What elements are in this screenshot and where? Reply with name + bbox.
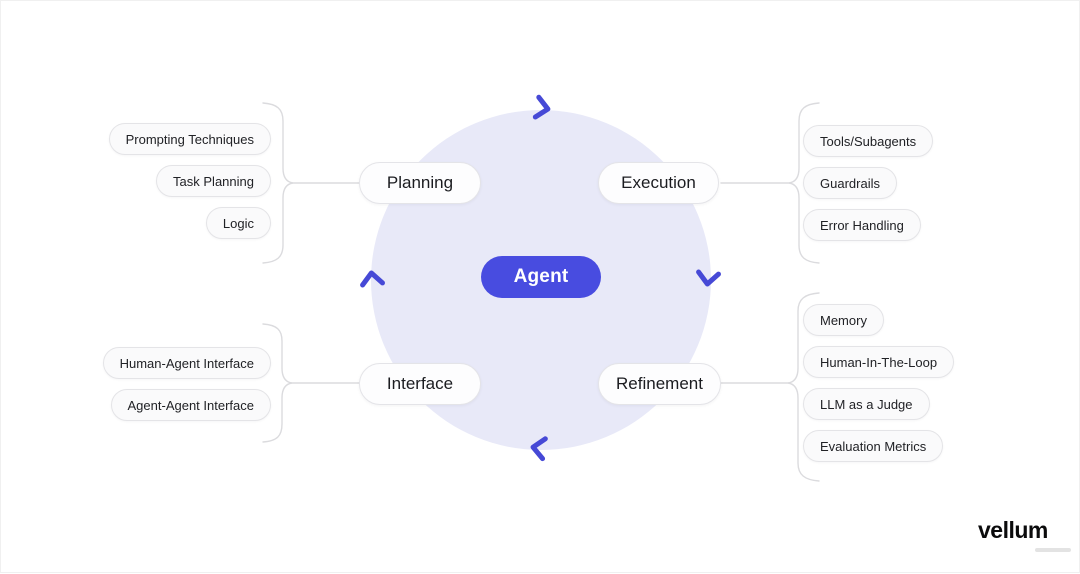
subtopic-pill: Logic	[205, 207, 271, 239]
subtopic-label: Tools/Subagents	[820, 133, 917, 149]
subtopic-pill: Evaluation Metrics	[803, 430, 944, 462]
phase-pill-planning: Planning	[359, 162, 481, 204]
agent-node: Agent	[481, 256, 601, 298]
subtopic-pill: Task Planning	[156, 165, 271, 197]
interface-subtopics-group: Human-Agent Interface Agent-Agent Interf…	[102, 347, 271, 421]
subtopic-label: Human-In-The-Loop	[820, 354, 938, 370]
phase-label-execution: Execution	[621, 173, 696, 192]
subtopic-label: Human-Agent Interface	[119, 355, 254, 371]
subtopic-label: LLM as a Judge	[820, 396, 913, 412]
subtopic-label: Prompting Techniques	[125, 131, 254, 147]
subtopic-pill: Guardrails	[803, 167, 897, 199]
chevron-left-icon	[522, 431, 556, 465]
phase-label-refinement: Refinement	[616, 374, 703, 393]
refinement-subtopics-group: Memory Human-In-The-Loop LLM as a Judge …	[803, 304, 955, 462]
subtopic-pill: Human-In-The-Loop	[803, 346, 955, 378]
subtopic-label: Logic	[222, 215, 254, 231]
subtopic-pill: Error Handling	[803, 209, 921, 241]
subtopic-label: Memory	[820, 312, 867, 328]
subtopic-label: Task Planning	[173, 173, 254, 189]
subtopic-pill: Memory	[803, 304, 884, 336]
subtopic-label: Guardrails	[820, 175, 880, 191]
subtopic-pill: LLM as a Judge	[803, 388, 930, 420]
subtopic-pill: Tools/Subagents	[803, 125, 934, 157]
vellum-logo: vellum	[978, 517, 1048, 543]
phase-pill-refinement: Refinement	[598, 363, 721, 405]
planning-subtopics-group: Prompting Techniques Task Planning Logic	[108, 123, 271, 239]
phase-label-planning: Planning	[386, 173, 454, 192]
agent-label: Agent	[513, 266, 569, 287]
subtopic-label: Evaluation Metrics	[820, 438, 927, 454]
execution-subtopics-group: Tools/Subagents Guardrails Error Handlin…	[803, 125, 934, 241]
subtopic-pill: Agent-Agent Interface	[110, 389, 271, 421]
phase-label-interface: Interface	[386, 374, 454, 393]
phase-pill-execution: Execution	[598, 162, 719, 204]
phase-pill-interface: Interface	[359, 363, 481, 405]
subtopic-pill: Prompting Techniques	[108, 123, 271, 155]
fine-print-watermark	[1035, 548, 1071, 552]
subtopic-label: Agent-Agent Interface	[127, 397, 254, 413]
chevron-down-icon	[692, 262, 725, 295]
subtopic-pill: Human-Agent Interface	[102, 347, 271, 379]
chevron-up-icon	[356, 263, 389, 296]
subtopic-label: Error Handling	[820, 217, 904, 233]
chevron-right-icon	[525, 91, 560, 126]
